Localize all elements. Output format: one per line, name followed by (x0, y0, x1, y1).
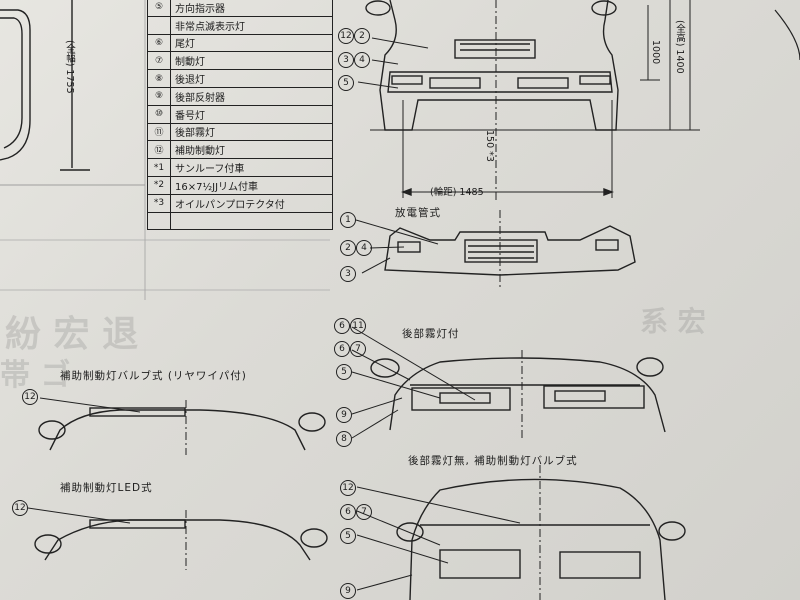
bleed-through-text: 帯 ゴ (0, 358, 71, 393)
grille-detail (464, 239, 538, 263)
legend-text: 16×7½JJリム付車 (175, 181, 259, 193)
legend-row: *1 サンルーフ付車 (148, 159, 332, 177)
dimension-tread: (輪距) 1485 (430, 187, 484, 198)
front-grille (454, 39, 536, 59)
callout-number: 3 (340, 266, 356, 282)
legend-row: ⑥ 尾灯 (148, 34, 332, 53)
callout-number: 7 (350, 341, 366, 357)
side-window-inner (0, 17, 23, 149)
callout-number: 12 (12, 500, 28, 516)
rear-lamp-left (411, 387, 511, 411)
callout-number: 8 (336, 431, 352, 447)
legend-text: 制動灯 (175, 57, 205, 69)
legend-text: サンルーフ付車 (175, 164, 245, 176)
callout-number: 6 (340, 504, 356, 520)
dimension-mirror-height: 1000 (650, 40, 661, 65)
callout-number: 12 (340, 480, 356, 496)
callout-number: 5 (340, 528, 356, 544)
legend-row: ⑧ 後退灯 (148, 70, 332, 88)
legend-number (148, 212, 171, 230)
legend-text: 非常点滅表示灯 (175, 21, 245, 33)
callout-number: 1 (340, 212, 356, 228)
legend-row: ⑪ 後部霧灯 (148, 123, 332, 142)
dimension-height-side: (全幅) 1755 (64, 40, 75, 94)
callout-number: 2 (340, 240, 356, 256)
legend-text: 後退灯 (175, 75, 205, 87)
callout-number: 3 (338, 52, 354, 68)
callout-number: 4 (356, 240, 372, 256)
rear-view-no-fog (409, 478, 666, 600)
bleed-through-text: 紛 宏 退 (5, 314, 139, 355)
front-view-body (379, 0, 619, 131)
legend-row: *3 オイルパンプロテクタ付 (148, 194, 332, 213)
section-title-no-fog-bulb: 後部霧灯無, 補助制動灯バルブ式 (408, 455, 578, 467)
legend-number: *1 (148, 159, 171, 176)
callout-number: 5 (336, 364, 352, 380)
legend-number: ⑦ (148, 52, 171, 70)
callout-number: 6 (334, 341, 350, 357)
side-window-outline (0, 9, 31, 161)
callout-number: 9 (340, 583, 356, 599)
legend-row: ⑦ 制動灯 (148, 52, 332, 71)
legend-row: ⑩ 番号灯 (148, 105, 332, 124)
section-title-bulb-wiper: 補助制動灯バルブ式 (リヤワイパ付) (60, 370, 247, 382)
legend-text: 後部反射器 (175, 92, 225, 104)
legend-row: 非常点滅表示灯 (148, 16, 332, 35)
legend-number: ⑨ (148, 87, 171, 105)
legend-text: 尾灯 (175, 39, 195, 51)
legend-number: *3 (148, 194, 171, 212)
legend-number: ⑧ (148, 70, 171, 87)
rear-view-with-fog (389, 357, 666, 433)
callout-number: 9 (336, 407, 352, 423)
legend-number: ⑩ (148, 105, 171, 123)
callout-number: 4 (354, 52, 370, 68)
callout-number: 7 (356, 504, 372, 520)
callout-number: 12 (22, 389, 38, 405)
legend-number: ⑥ (148, 34, 171, 52)
roof-led-type-view (44, 519, 311, 561)
callout-number: 5 (338, 75, 354, 91)
legend-text: 番号灯 (175, 110, 205, 122)
section-title-rear-fog: 後部霧灯付 (402, 328, 460, 340)
roof-bulb-type-view (49, 409, 306, 451)
bleed-through-text: 系 宏 (640, 305, 706, 338)
section-title-led: 補助制動灯LED式 (60, 482, 153, 494)
dimension-ground-clearance: 150 *3 (484, 130, 495, 162)
lamp-legend-table: ⑤ 方向指示器 非常点滅表示灯 ⑥ 尾灯 ⑦ 制動灯 ⑧ 後退灯 ⑨ 後部反射器… (147, 0, 333, 231)
legend-number: ⑫ (148, 141, 171, 159)
legend-row: ⑤ 方向指示器 (148, 0, 332, 17)
callout-number: 6 (334, 318, 350, 334)
legend-row (148, 212, 332, 231)
discharge-lamp-front-view (384, 225, 636, 276)
dimension-overall-height: (全高) 1400 (674, 20, 685, 74)
legend-text: オイルパンプロテクタ付 (175, 199, 285, 211)
legend-row: ⑫ 補助制動灯 (148, 141, 332, 160)
rear-lamp-right (543, 385, 645, 409)
legend-number: ⑪ (148, 123, 171, 141)
callout-number: 12 (338, 28, 354, 44)
legend-text: 補助制動灯 (175, 146, 225, 158)
section-title-discharge: 放電管式 (395, 207, 441, 219)
legend-text: 後部霧灯 (175, 128, 215, 140)
legend-row: ⑨ 後部反射器 (148, 87, 332, 106)
legend-text: 方向指示器 (175, 3, 225, 15)
legend-row: *2 16×7½JJリム付車 (148, 176, 332, 195)
callout-number: 2 (354, 28, 370, 44)
callout-number: 11 (350, 318, 366, 334)
legend-number: ⑤ (148, 0, 171, 16)
legend-number: *2 (148, 176, 171, 194)
